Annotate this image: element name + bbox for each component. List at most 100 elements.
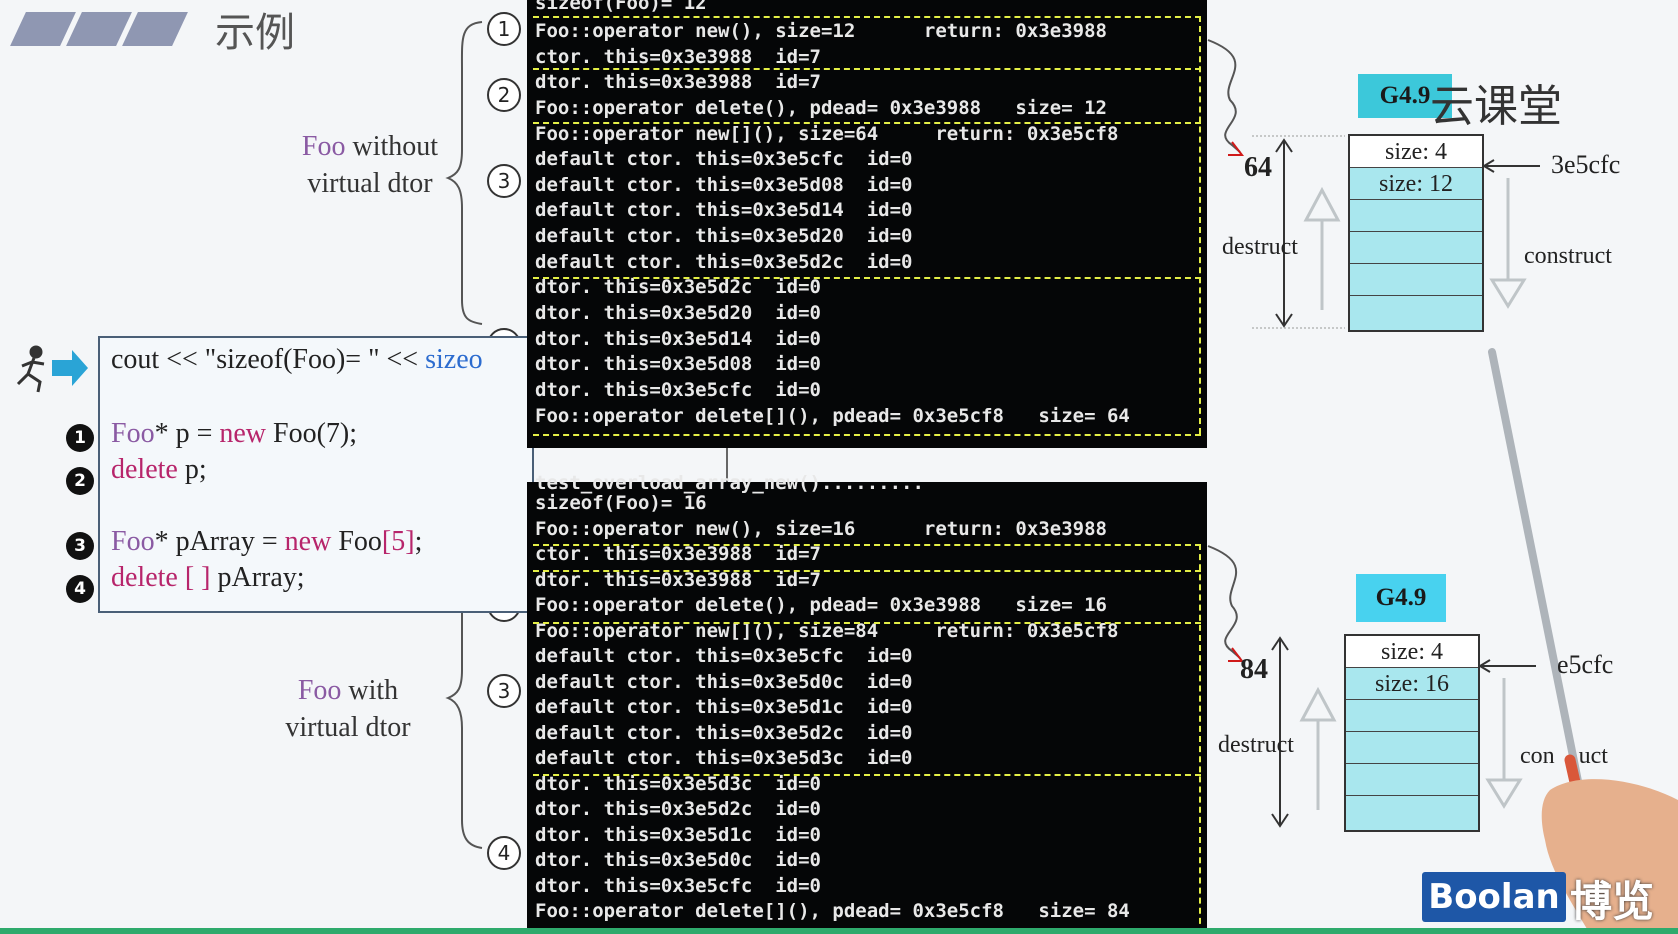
terminal-bottom-divider [533,622,1201,624]
code-line-delete-array: delete [ ] pArray; [111,562,305,594]
brace-top [445,21,483,325]
label-with-kw: Foo [297,675,342,706]
terminal-line: dtor. this=0x3e5d20 id=0 [535,302,821,324]
memory-cell [1346,732,1478,764]
terminal-bottom-divider [533,774,1201,776]
terminal-top-vdivider [1199,16,1201,434]
memory-cell-header: size: 4 [1350,136,1482,168]
g49-badge-top: G4.9 [1358,74,1452,118]
address-label-bottom: e5cfc [1557,650,1614,679]
code-line-delete-p: delete p; [111,454,207,486]
code-array-brackets: [ ] [177,562,211,593]
code-semicolon: ; [414,526,423,557]
code-line-new-foo: Foo* p = new Foo(7); [111,418,357,450]
memory-cell [1346,796,1478,828]
memory-cell [1350,232,1482,264]
terminal-line: default ctor. this=0x3e5cfc id=0 [535,148,913,170]
construct-label-bottom: con uct [1520,743,1608,769]
code-parray: pArray; [210,562,305,593]
destruct-arrow-top [1303,186,1341,310]
destruct-arrow-bottom [1299,686,1337,810]
arrow-right-icon [52,350,88,386]
pointer-arrow-top [1482,159,1540,173]
label-without-rest: without [345,131,439,162]
terminal-line: default ctor. this=0x3e5d2c id=0 [535,722,913,744]
terminal-line: Foo::operator delete(), pdead= 0x3e3988 … [535,594,1107,616]
code-kw-new: new [219,418,267,449]
memory-cell [1350,296,1482,328]
destruct-label-bottom: destruct [1218,732,1294,758]
label-without-virtual-dtor: Foo without virtual dtor [280,128,460,202]
label-with-rest: with [341,675,399,706]
terminal-top-divider [533,122,1201,124]
terminal-line: Foo::operator new[](), size=84 return: 0… [535,620,1119,642]
terminal-line: dtor. this=0x3e5d2c id=0 [535,798,821,820]
label-without-kw: Foo [301,131,346,162]
terminal-line: sizeof(Foo)= 12 [535,0,707,14]
marker-top-3: 3 [487,164,521,198]
construct-arrow-top [1489,178,1527,309]
code-parray-assign: * pArray = [154,526,285,557]
memory-cell [1350,264,1482,296]
terminal-line: default ctor. this=0x3e5d3c id=0 [535,747,913,769]
terminal-line: dtor. this=0x3e3988 id=7 [535,569,821,591]
size-arrow-top-heads [1275,138,1293,328]
memory-cell [1350,200,1482,232]
terminal-line: default ctor. this=0x3e5d0c id=0 [535,671,913,693]
code-kw-delete-2: delete [111,562,178,593]
runner-icon [16,345,45,393]
marker-bottom-3: 3 [487,674,521,708]
label-with-line2: virtual dtor [285,712,411,743]
memory-cell [1346,764,1478,796]
slide-title: 示例 [215,10,295,56]
terminal-line: Foo::operator new(), size=16 return: 0x3… [535,518,1107,540]
terminal-top-divider [533,277,1201,279]
squiggle-arrow-bottom [1207,545,1241,659]
bullet-2: 2 [66,467,94,495]
bullet-4: 4 [66,575,94,603]
memory-block-top: size: 4 size: 12 [1348,134,1484,332]
terminal-line: default ctor. this=0x3e5d2c id=0 [535,251,913,273]
bottom-bar [0,928,1678,934]
terminal-line: default ctor. this=0x3e5cfc id=0 [535,645,913,667]
destruct-label-top: destruct [1222,234,1298,260]
terminal-line: dtor. this=0x3e5d3c id=0 [535,773,821,795]
marker-top-2: 2 [487,78,521,112]
memory-block-bottom: size: 4 size: 16 [1344,634,1480,832]
bolan-cn-logo: 博览 [1570,877,1655,926]
bullet-3: 3 [66,532,94,560]
squiggle-arrow-bottom-head [1228,647,1245,662]
marker-top-1: 1 [487,12,521,46]
code-foo-type: Foo [331,526,382,557]
terminal-bottom-vdivider [1199,544,1201,934]
hand-icon [1541,779,1678,934]
squiggle-arrow-top [1207,39,1241,153]
terminal-line: Foo::operator delete[](), pdead= 0x3e5cf… [535,405,1130,427]
size-arrow-bottom-heads [1271,636,1289,828]
terminal-line: Foo::operator new[](), size=64 return: 0… [535,123,1119,145]
size-total-top: 64 [1244,152,1272,183]
terminal-line: dtor. this=0x3e5cfc id=0 [535,875,821,897]
code-type-foo-2: Foo [111,526,155,557]
terminal-bottom-divider [533,570,1201,572]
size-total-bottom: 84 [1240,654,1268,685]
address-label-top: 3e5cfc [1551,150,1621,179]
code-cout-text: cout << "sizeof(Foo)= " << [111,344,426,375]
terminal-line: ctor. this=0x3e3988 id=7 [535,543,821,565]
code-kw-new-2: new [284,526,332,557]
code-sizeof-fn: sizeo [425,344,483,375]
terminal-line: dtor. this=0x3e5cfc id=0 [535,379,821,401]
squiggle-arrow-top-head [1228,141,1245,156]
memory-cell [1346,700,1478,732]
pointer-arrow-bottom [1478,659,1536,673]
terminal-line: default ctor. this=0x3e5d14 id=0 [535,199,913,221]
memory-cell-header: size: 16 [1346,668,1478,700]
terminal-line: ctor. this=0x3e3988 id=7 [535,46,821,68]
terminal-line: Foo::operator delete(), pdead= 0x3e3988 … [535,97,1107,119]
code-p: p; [177,454,207,485]
terminal-top-divider [533,68,1201,70]
terminal-line: dtor. this=0x3e5d2c id=0 [535,276,821,298]
code-line-new-array: Foo* pArray = new Foo[5]; [111,526,422,558]
construct-label-top: construct [1524,243,1612,269]
